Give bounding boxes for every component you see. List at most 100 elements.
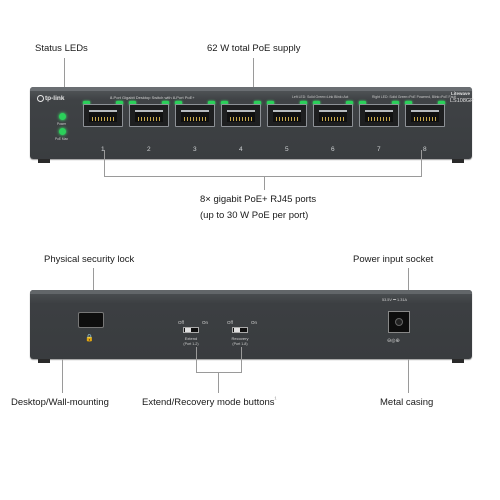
power-led-label: Power — [57, 122, 67, 126]
port-pin — [334, 117, 335, 121]
status-leds-leader — [64, 58, 65, 106]
rj45-port[interactable] — [359, 101, 399, 127]
port-number: 1 — [101, 146, 105, 153]
front-foot-left — [38, 159, 50, 163]
rj45-port[interactable] — [267, 101, 307, 127]
front-description: 8-Port Gigabit Desktop Switch with 8-Por… — [110, 95, 195, 100]
ports-label-line2: (up to 30 W PoE per port) — [200, 210, 309, 221]
port-pin — [371, 117, 372, 121]
dc-power-pin — [395, 318, 403, 326]
link-led-icon — [83, 101, 90, 105]
model-name: LS108GP — [450, 98, 474, 104]
port-pin — [205, 117, 206, 121]
extend-on-label: On — [202, 320, 209, 325]
poe-led-icon — [346, 101, 353, 105]
port-pin — [294, 117, 295, 121]
port-pin — [380, 117, 381, 121]
security-lock-label: Physical security lock — [44, 254, 135, 265]
rj45-port[interactable] — [405, 101, 445, 127]
poe-max-led-label: PoE Max — [55, 137, 68, 141]
switch-front-panel: tp-link 8-Port Gigabit Desktop Switch wi… — [30, 87, 474, 159]
port-pin — [236, 117, 237, 121]
port-number: 4 — [239, 146, 243, 153]
extend-off-label: Off — [178, 320, 184, 325]
mode-bracket-bottom — [196, 372, 242, 373]
mounting-leader — [62, 359, 63, 393]
polarity-icon: ⊖◎⊕ — [387, 338, 400, 344]
port-pin — [383, 117, 384, 121]
port-pin — [386, 117, 387, 121]
link-led-icon — [175, 101, 182, 105]
recovery-on-label: On — [251, 320, 258, 325]
logo-mark-icon — [37, 95, 44, 102]
recovery-off-label: Off — [227, 320, 233, 325]
poe-supply-leader — [253, 58, 254, 94]
port-pin — [101, 117, 102, 121]
power-socket-label: Power input socket — [353, 254, 434, 265]
rj45-port[interactable] — [313, 101, 353, 127]
port-housing — [405, 104, 445, 127]
port-pin — [144, 117, 145, 121]
port-pin — [202, 117, 203, 121]
port-jack — [365, 110, 393, 122]
port-pin — [389, 117, 390, 121]
port-pin — [199, 117, 200, 121]
extend-switch-knob — [185, 328, 191, 332]
lock-icon: 🔒 — [85, 335, 94, 342]
port-pin — [285, 117, 286, 121]
rj45-port[interactable] — [175, 101, 215, 127]
port-housing — [313, 104, 353, 127]
brand-text: tp-link — [45, 95, 65, 103]
link-led-icon — [221, 101, 228, 105]
port-pin — [150, 117, 151, 121]
mode-bracket-stem — [218, 372, 219, 393]
rj45-port[interactable] — [221, 101, 261, 127]
poe-supply-label: 62 W total PoE supply — [207, 43, 301, 54]
port-pin — [190, 117, 191, 121]
rj45-port[interactable] — [83, 101, 123, 127]
port-jack — [135, 110, 163, 122]
back-top-edge — [30, 290, 472, 294]
port-pin — [340, 117, 341, 121]
metal-casing-label: Metal casing — [380, 397, 434, 408]
port-pin — [251, 117, 252, 121]
recovery-ports: (Port 1-8) — [232, 342, 248, 346]
recovery-name: Recovery — [231, 336, 249, 341]
port-number: 3 — [193, 146, 197, 153]
ports-bracket-left — [104, 150, 105, 176]
port-housing — [221, 104, 261, 127]
port-pin — [368, 117, 369, 121]
dc-power-socket[interactable] — [388, 311, 410, 333]
mounting-label: Desktop/Wall-mounting — [11, 397, 109, 408]
port-jack — [273, 110, 301, 122]
port-pin — [291, 117, 292, 121]
rj45-port[interactable] — [129, 101, 169, 127]
port-pin — [432, 117, 433, 121]
port-jack — [89, 110, 117, 122]
port-housing — [175, 104, 215, 127]
port-pin — [343, 117, 344, 121]
front-top-edge — [30, 87, 472, 91]
ports-bracket-stem — [264, 176, 265, 190]
back-foot-right — [452, 359, 464, 363]
port-number: 7 — [377, 146, 381, 153]
extend-switch[interactable] — [183, 327, 199, 333]
link-led-icon — [405, 101, 412, 105]
port-pin — [187, 117, 188, 121]
recovery-switch[interactable] — [232, 327, 248, 333]
port-pin — [230, 117, 231, 121]
recovery-switch-knob — [234, 328, 240, 332]
front-led-legend-left: Left LED: Solid Green=Link Blink=Act — [292, 95, 349, 99]
series-name: Litewave — [451, 91, 471, 96]
mode-buttons-label: Extend/Recovery mode buttons¹ — [142, 397, 277, 408]
port-pin — [193, 117, 194, 121]
metal-casing-leader — [408, 359, 409, 393]
mode-buttons-text: Extend/Recovery mode buttons — [142, 397, 275, 408]
poe-led-icon — [162, 101, 169, 105]
port-pin — [110, 117, 111, 121]
port-number: 8 — [423, 146, 427, 153]
port-pin — [245, 117, 246, 121]
poe-led-icon — [208, 101, 215, 105]
ports-bracket-right — [421, 150, 422, 176]
port-pin — [420, 117, 421, 121]
